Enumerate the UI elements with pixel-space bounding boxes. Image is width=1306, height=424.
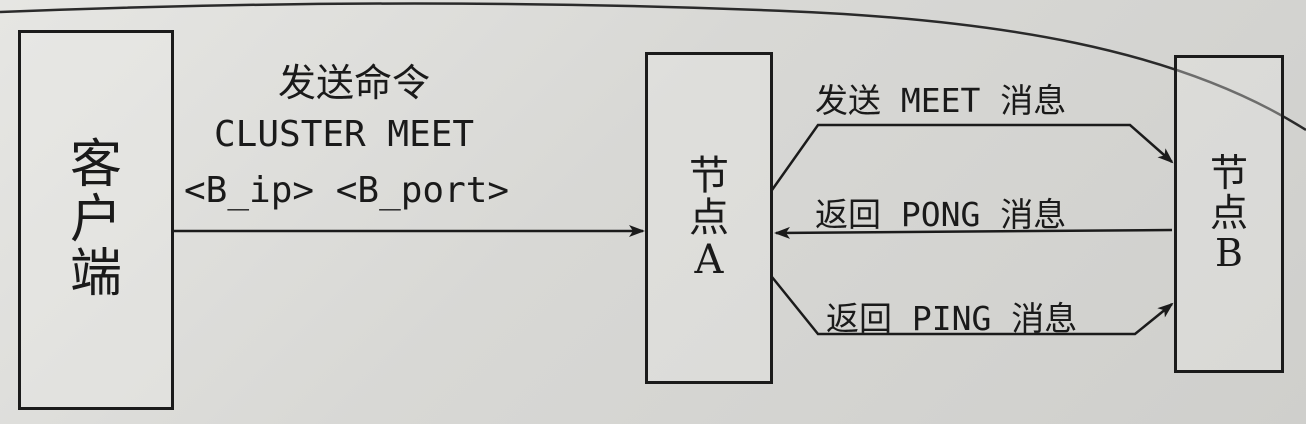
arrow-pong [774,226,1173,239]
node-b-label: 节 点 B [1209,151,1248,275]
pong-message-label: 返回 PONG 消息 [815,195,1067,234]
client-box: 客 户 端 [18,30,174,410]
ping-message-label: 返回 PING 消息 [826,299,1078,338]
meet-message-label: 发送 MEET 消息 [815,81,1067,120]
node-a-box: 节 点 A [645,52,773,384]
command-line-2: <B_ip> <B_port> [184,170,510,211]
command-line-1: CLUSTER MEET [214,114,475,155]
node-b-box: 节 点 B [1174,55,1284,373]
command-title: 发送命令 [278,61,431,105]
arrow-ping [771,276,1174,336]
arrow-meet [770,123,1174,191]
node-a-label: 节 点 A [689,153,729,283]
page-edge-curve [0,2,1306,132]
client-label: 客 户 端 [69,135,122,305]
